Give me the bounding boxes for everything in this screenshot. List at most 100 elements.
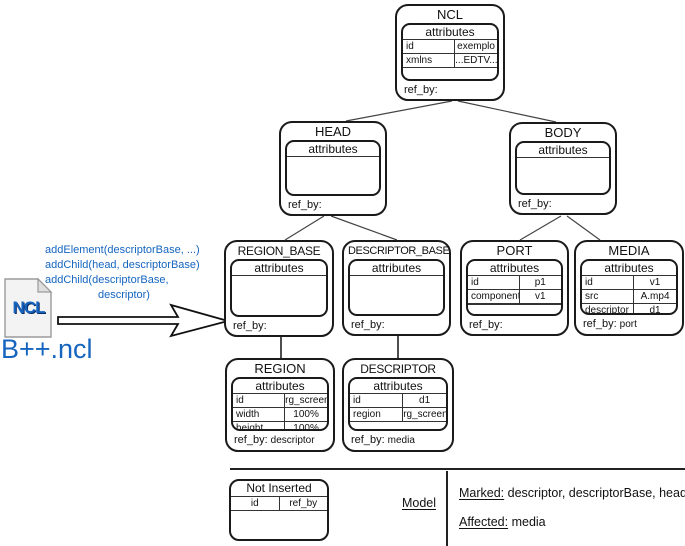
attributes-header: attributes (232, 261, 326, 276)
node-media: MEDIA attributes id v1 src A.mp4 descrip… (574, 240, 684, 336)
node-descriptor-base: DESCRIPTOR_BASE attributes ref_by: (342, 240, 451, 336)
attr-row: height 100% (233, 422, 327, 431)
attr-row: region rg_screen (350, 408, 446, 422)
node-title: MEDIA (608, 243, 650, 258)
attr-key: height (233, 422, 286, 429)
attr-key: id (468, 276, 520, 289)
attr-row: xmlns ...EDTV... (403, 54, 497, 68)
attributes-table: attributes (515, 141, 611, 195)
attr-row: descriptor d1 (582, 304, 676, 315)
edge-head-descriptorbase (330, 215, 398, 241)
attributes-header: attributes (233, 379, 327, 394)
node-title: PORT (496, 243, 533, 258)
edge-ncl-body (457, 100, 557, 123)
ref-by-label: ref_by: (404, 84, 438, 96)
attr-empty-area (468, 305, 561, 314)
marked-annotation: Marked: descriptor, descriptorBase, head (459, 486, 685, 500)
attributes-header: attributes (468, 261, 561, 276)
affected-label: Affected: (459, 515, 509, 529)
attributes-header: attributes (517, 143, 609, 158)
attr-empty-area (403, 68, 497, 79)
attr-key: component (468, 290, 520, 303)
ref-by-value: descriptor (270, 435, 315, 446)
affected-annotation: Affected: media (459, 515, 546, 529)
node-title: REGION_BASE (237, 244, 321, 258)
code-line: addChild(head, descriptorBase) (45, 259, 200, 271)
attr-key: src (582, 290, 635, 303)
ref-by-value: port (619, 319, 637, 330)
node-port: PORT attributes id p1 component v1 ref_b… (460, 240, 569, 336)
legend-separator-line (230, 468, 685, 470)
edge-head-regionbase (284, 215, 325, 241)
not-inserted-title: Not Inserted (231, 481, 327, 497)
attr-value: 100% (293, 423, 319, 431)
attr-value: ...EDTV... (455, 55, 497, 66)
attr-row: id p1 (468, 276, 561, 290)
attr-key: xmlns (403, 54, 456, 67)
attributes-header: attributes (287, 142, 379, 157)
attr-value: d1 (649, 305, 661, 315)
attributes-table: attributes id d1 region rg_screen (348, 377, 448, 431)
ref-by-label: ref_by: (469, 319, 503, 331)
attributes-table: attributes id v1 src A.mp4 descriptor d1 (580, 259, 678, 315)
attributes-header: attributes (582, 261, 676, 276)
node-ncl: NCL attributes id exemplo xmlns ...EDTV.… (395, 4, 505, 101)
code-line: addElement(descriptorBase, ...) (45, 244, 200, 256)
edge-ncl-head (345, 100, 453, 122)
node-title: HEAD (314, 124, 352, 139)
column-ref-by: ref_by (289, 498, 318, 509)
attr-key: id (403, 40, 456, 53)
edge-body-media (566, 215, 601, 241)
attr-key: region (350, 408, 404, 421)
node-title: NCL (436, 7, 463, 22)
ref-by-label: ref_by: (233, 320, 267, 332)
not-inserted-box: Not Inserted id ref_by (229, 479, 329, 541)
node-title: BODY (544, 125, 582, 140)
attr-key: width (233, 408, 286, 421)
attr-value: A.mp4 (640, 291, 670, 302)
transform-arrow-icon (57, 303, 232, 338)
attr-value: exemplo (457, 41, 495, 52)
column-id: id (231, 497, 280, 510)
attr-empty-area (232, 276, 326, 315)
node-head: HEAD attributes ref_by: (279, 121, 387, 216)
api-call-annotation: addElement(descriptorBase, ...) addChild… (45, 243, 240, 303)
node-body: BODY attributes ref_by: (509, 122, 617, 215)
node-title: DESCRIPTOR_BASE (348, 245, 450, 257)
ncl-document-icon: NCL (3, 278, 52, 338)
code-line: addChild(descriptorBase, (45, 274, 169, 286)
attr-row: id exemplo (403, 40, 497, 54)
ncl-icon-label: NCL (12, 298, 46, 317)
attributes-table: attributes id rg_screen width 100% heigh… (231, 377, 329, 431)
legend-vertical-divider (446, 471, 448, 546)
ref-by-label: ref_by: (288, 199, 322, 211)
attr-empty-area (287, 157, 379, 194)
attributes-table: attributes (230, 259, 328, 317)
edge-body-port (519, 215, 562, 241)
affected-value: media (511, 515, 546, 529)
attr-row: id d1 (350, 394, 446, 408)
attr-row: src A.mp4 (582, 290, 676, 304)
marked-value: descriptor, descriptorBase, head (507, 486, 685, 500)
attr-row: width 100% (233, 408, 327, 422)
ref-by-label: ref_by: (518, 198, 552, 210)
attr-row: id rg_screen (233, 394, 327, 408)
not-inserted-columns: id ref_by (231, 497, 327, 511)
attr-row: id v1 (582, 276, 676, 290)
ref-by-label: ref_by: (351, 319, 385, 331)
attributes-table: attributes id p1 component v1 (466, 259, 563, 316)
attr-value: rg_screen (403, 409, 446, 420)
attr-key: descriptor (582, 304, 635, 313)
attr-empty-area (350, 276, 443, 314)
ref-by-value: media (387, 435, 415, 446)
attributes-table: attributes (348, 259, 445, 316)
node-title: REGION (254, 361, 306, 376)
attr-key: id (233, 394, 286, 407)
attr-value: 100% (293, 409, 319, 420)
node-descriptor: DESCRIPTOR attributes id d1 region rg_sc… (342, 358, 454, 452)
attributes-table: attributes id exemplo xmlns ...EDTV... (401, 23, 499, 81)
attr-value: p1 (534, 277, 546, 288)
attr-empty-area (517, 158, 609, 193)
